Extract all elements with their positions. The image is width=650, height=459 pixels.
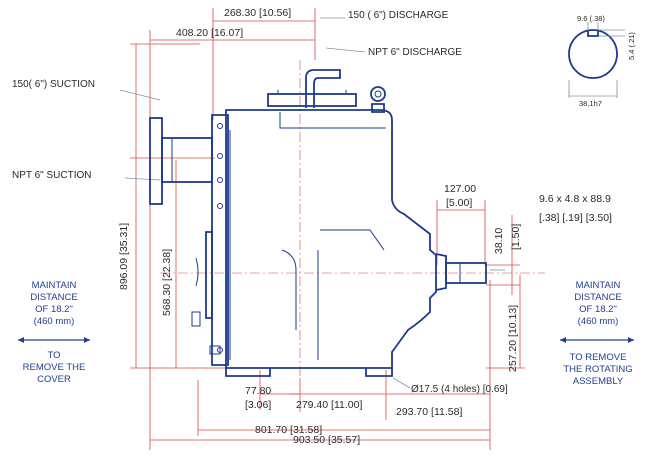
dim-279: 279.40 [11.00] — [296, 399, 362, 411]
key-width-label: 9.6 (.38) — [577, 14, 605, 23]
svg-text:REMOVE THE: REMOVE THE — [23, 362, 86, 373]
dim-801: 801.70 [31.58] — [255, 424, 322, 436]
suction-npt-label: NPT 6" SUCTION — [12, 170, 92, 181]
dim-568: 568.30 [22.38] — [161, 249, 173, 316]
discharge-npt-label: NPT 6" DISCHARGE — [368, 47, 462, 58]
right-clearance-note: MAINTAIN DISTANCE OF 18.2" (460 mm) TO R… — [560, 280, 634, 387]
key-dim-mm: 9.6 x 4.8 x 88.9 — [539, 193, 611, 205]
arrow-right-icon — [84, 337, 90, 343]
suction-150-label: 150( 6") SUCTION — [12, 79, 95, 90]
shaft-diameter-label: 38,1h7 — [579, 99, 602, 108]
svg-text:THE ROTATING: THE ROTATING — [563, 364, 632, 375]
key-dim-in: [.38] [.19] [3.50] — [539, 212, 612, 224]
svg-text:OF 18.2": OF 18.2" — [579, 304, 617, 315]
dim-38-in: [1.50] — [510, 224, 522, 250]
svg-text:DISTANCE: DISTANCE — [574, 292, 621, 303]
svg-text:COVER: COVER — [37, 374, 71, 385]
dim-408: 408.20 [16.07] — [176, 27, 243, 39]
pump-body — [149, 69, 487, 377]
svg-text:(460 mm): (460 mm) — [578, 316, 619, 327]
svg-text:DISTANCE: DISTANCE — [30, 292, 77, 303]
svg-text:MAINTAIN: MAINTAIN — [32, 280, 77, 291]
key-depth-label: 5.4 (.21) — [627, 32, 636, 60]
dim-293: 293.70 [11.58] — [396, 406, 462, 418]
svg-text:TO REMOVE: TO REMOVE — [570, 352, 627, 363]
dim-257: 257.20 [10.13] — [507, 305, 519, 372]
dim-77-in: [3.06] — [245, 399, 271, 411]
arrow-right-icon — [628, 337, 634, 343]
svg-text:OF 18.2": OF 18.2" — [35, 304, 73, 315]
dimension-lines — [119, 8, 545, 450]
arrow-left-icon — [560, 337, 566, 343]
svg-text:ASSEMBLY: ASSEMBLY — [573, 376, 624, 387]
dim-903: 903.50 [35.57] — [293, 434, 360, 446]
dim-127: 127.00 — [444, 183, 476, 195]
dim-268: 268.30 [10.56] — [224, 7, 291, 19]
svg-text:MAINTAIN: MAINTAIN — [576, 280, 621, 291]
svg-text:(460 mm): (460 mm) — [34, 316, 75, 327]
svg-text:TO: TO — [47, 350, 60, 361]
dim-77: 77.80 — [245, 385, 271, 397]
dim-38: 38.10 — [493, 228, 505, 254]
left-clearance-note: MAINTAIN DISTANCE OF 18.2" (460 mm) TO R… — [18, 280, 90, 385]
dim-127-in: [5.00] — [446, 197, 472, 209]
holes-label: Ø17.5 (4 holes) [0.69] — [411, 384, 508, 395]
arrow-left-icon — [18, 337, 24, 343]
dim-896: 896.09 [35.31] — [118, 223, 130, 290]
discharge-150-label: 150 ( 6") DISCHARGE — [348, 10, 449, 21]
shaft-section-detail: 9.6 (.38) 5.4 (.21) 38,1h7 — [568, 14, 636, 108]
